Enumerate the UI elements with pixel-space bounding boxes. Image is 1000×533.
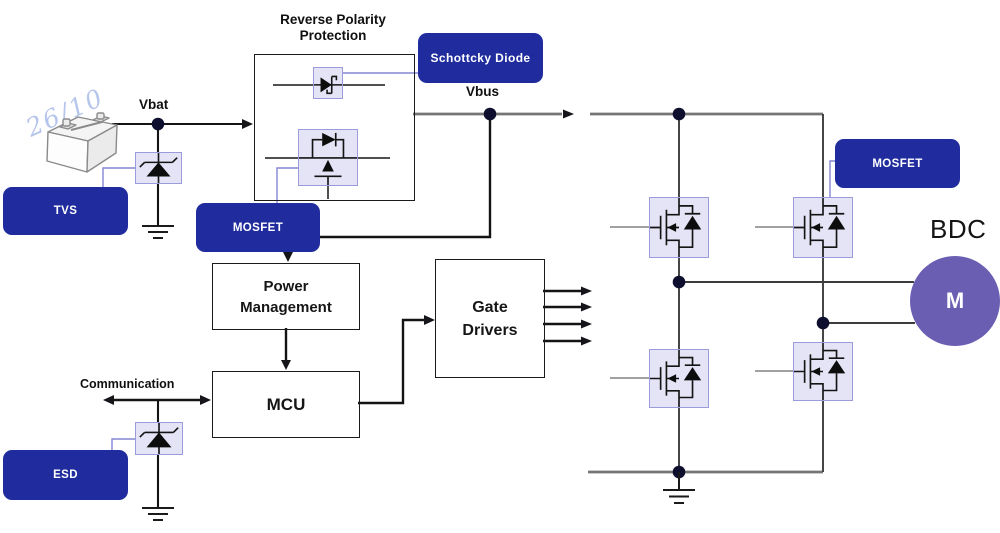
mosfet-icon	[793, 342, 853, 401]
callout-tvs	[102, 167, 135, 187]
wire-mcu-to-gd	[358, 318, 424, 405]
esd-callout-label: ESD	[3, 450, 128, 500]
mosfet-icon	[649, 349, 709, 408]
battery-icon	[38, 108, 123, 180]
mosfet-icon	[793, 197, 853, 258]
ground-icon	[142, 507, 174, 521]
gd-out-3-head	[581, 319, 592, 329]
mosfet-icon	[649, 197, 709, 258]
arrowhead-into-mcu	[281, 360, 291, 370]
junction-dot-icon	[816, 316, 830, 330]
mcu-label: MCU	[266, 394, 306, 414]
schottky-diode-icon	[313, 67, 343, 99]
power-management-label: Power Management	[240, 277, 332, 316]
reverse-polarity-title: Reverse Polarity Protection	[280, 12, 386, 43]
motor-symbol: M	[945, 288, 965, 313]
mcu-block: MCU	[212, 371, 360, 438]
junction-dot-icon	[483, 107, 497, 121]
junction-dot-icon	[672, 275, 686, 289]
arrowhead-comm-right	[200, 395, 211, 405]
gate-drivers-block: Gate Drivers	[435, 259, 545, 378]
schottky-callout-label: Schottcky Diode	[418, 33, 543, 83]
ground-icon	[142, 225, 174, 239]
gd-out-4-head	[581, 336, 592, 346]
callout-mosfet-input	[276, 167, 298, 203]
gd-out-2-head	[581, 302, 592, 312]
vbat-net-label: Vbat	[139, 97, 169, 112]
arrowhead-comm-left	[103, 395, 114, 405]
callout-esd	[111, 438, 135, 450]
communication-label: Communication	[80, 377, 175, 391]
arrowhead-into-gd	[424, 315, 435, 325]
ground-icon	[663, 472, 695, 504]
esd-diode-icon	[135, 422, 183, 455]
bdc-caption: BDC	[930, 214, 987, 244]
tvs-callout-label: TVS	[3, 187, 128, 235]
gate-drivers-label: Gate Drivers	[462, 298, 518, 339]
arrowhead-vbus	[563, 109, 574, 119]
mosfet-icon	[298, 129, 358, 186]
vbus-net-label: Vbus	[466, 84, 500, 99]
arrowhead-into-rpp	[242, 119, 253, 129]
junction-dot-icon	[672, 107, 686, 121]
arrowhead-into-pm	[283, 252, 293, 262]
mosfet-input-callout-label: MOSFET	[196, 203, 320, 252]
reverse-polarity-box	[254, 54, 415, 201]
power-management-block: Power Management	[212, 263, 360, 330]
motor-icon: M	[910, 256, 1000, 346]
junction-dot-icon	[151, 117, 165, 131]
callout-mosfet-bridge	[829, 160, 835, 197]
tvs-diode-icon	[135, 152, 182, 184]
mosfet-bridge-callout-label: MOSFET	[835, 139, 960, 188]
gd-out-1-head	[581, 286, 592, 296]
